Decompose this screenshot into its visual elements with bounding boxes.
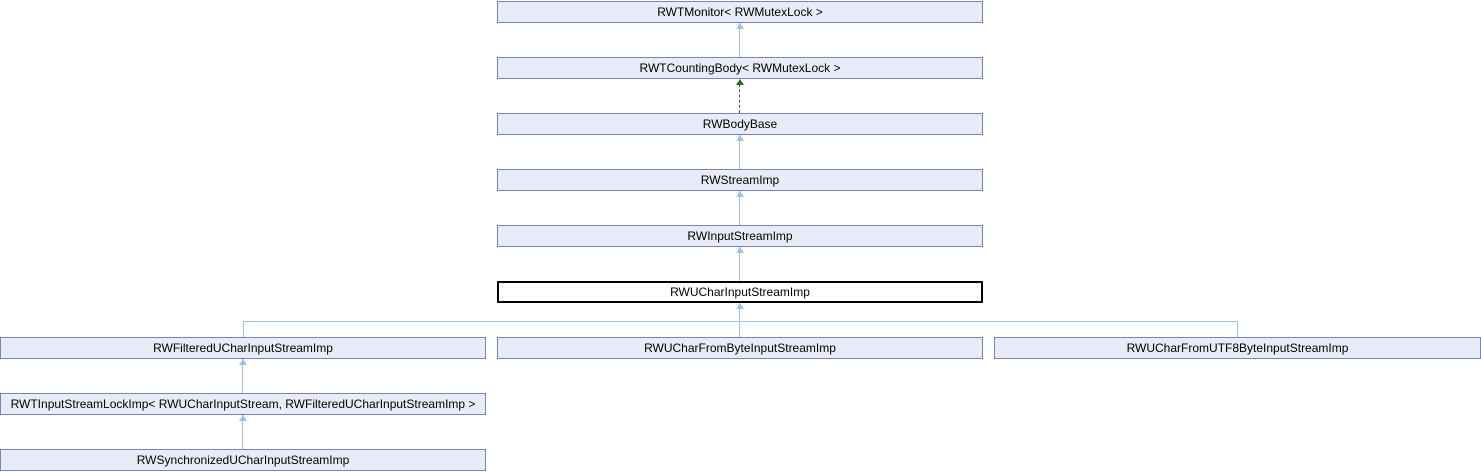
inheritance-edge-children-bus (243, 321, 1237, 322)
class-node-rwtmonitor[interactable]: RWTMonitor< RWMutexLock > (497, 1, 983, 23)
inheritance-edge-children-trunk (739, 303, 740, 337)
class-node-rwfiltereducharinputstreamimp[interactable]: RWFilteredUCharInputStreamImp (0, 337, 486, 359)
inheritance-edge-countingbody-to-monitor (739, 23, 740, 57)
inheritance-edge-synchronized-to-lockimp (242, 415, 243, 449)
class-node-rwtcountingbody[interactable]: RWTCountingBody< RWMutexLock > (497, 57, 983, 79)
class-node-rwstreamimp[interactable]: RWStreamImp (497, 169, 983, 191)
arrow-up-icon (239, 415, 247, 421)
arrow-up-icon (736, 303, 744, 309)
inheritance-edge-inputstreamimp-to-streamimp (739, 191, 740, 225)
arrow-up-icon (736, 135, 744, 141)
class-node-rwsynchronizeducharinputstreamimp[interactable]: RWSynchronizedUCharInputStreamImp (0, 449, 486, 471)
inheritance-edge-ucharinputstreamimp-to-inputstreamimp (739, 247, 740, 281)
class-node-rwucharfromutf8byteinputstreamimp[interactable]: RWUCharFromUTF8ByteInputStreamImp (994, 337, 1481, 359)
virtual-inheritance-edge-bodybase-to-countingbody (739, 84, 740, 113)
inheritance-edge-streamimp-to-bodybase (739, 135, 740, 169)
class-node-rwinputstreamimp[interactable]: RWInputStreamImp (497, 225, 983, 247)
arrow-up-icon (736, 23, 744, 29)
arrow-up-icon (736, 191, 744, 197)
class-node-rwtinputstreamlockimp[interactable]: RWTInputStreamLockImp< RWUCharInputStrea… (0, 393, 486, 415)
class-node-rwbodybase[interactable]: RWBodyBase (497, 113, 983, 135)
inheritance-edge-drop-filtered (243, 321, 244, 337)
class-node-rwucharinputstreamimp-current: RWUCharInputStreamImp (497, 281, 983, 303)
inheritance-edge-drop-utf8 (1237, 321, 1238, 337)
arrow-up-icon (239, 359, 247, 365)
arrow-up-icon (736, 247, 744, 253)
arrow-up-icon (736, 79, 744, 85)
class-node-rwucharfrombyteinputstreamimp[interactable]: RWUCharFromByteInputStreamImp (497, 337, 983, 359)
inheritance-edge-lockimp-to-filtered (242, 359, 243, 393)
